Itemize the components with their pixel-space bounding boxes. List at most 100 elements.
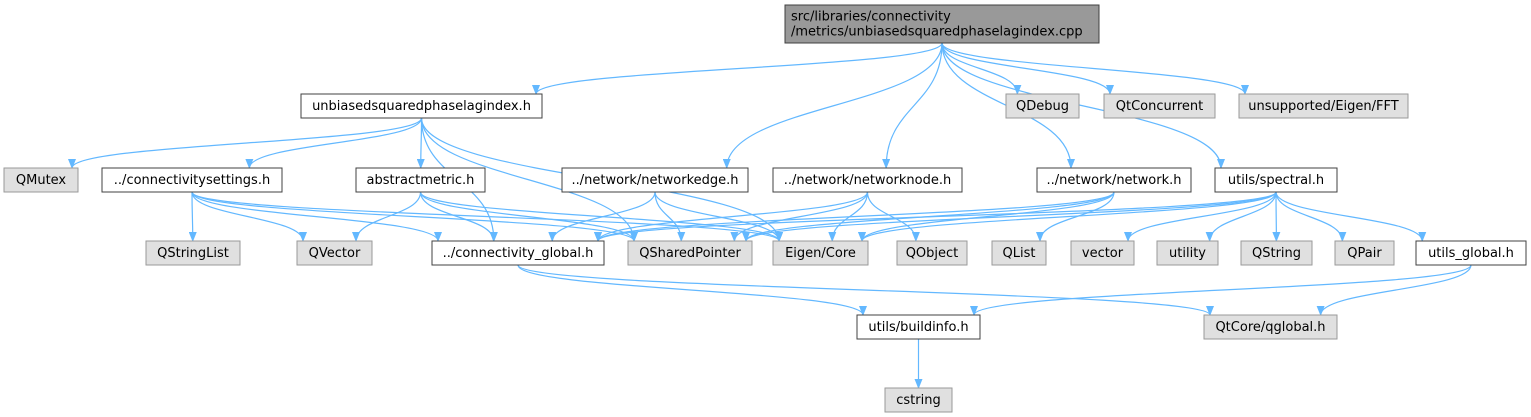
node-label: QList bbox=[1003, 246, 1036, 261]
node-label: QVector bbox=[309, 246, 361, 261]
node-label: ../connectivitysettings.h bbox=[114, 173, 270, 188]
edge-uspli_h-to-qmutex bbox=[68, 117, 423, 169]
node-box bbox=[1238, 93, 1409, 119]
node-box bbox=[884, 387, 953, 413]
edge-spectral-to-eigencore bbox=[858, 191, 1277, 242]
node-label: QSharedPointer bbox=[639, 246, 741, 261]
node-abstractmetric[interactable]: abstractmetric.h bbox=[355, 167, 486, 193]
edge-root-to-spectral bbox=[941, 42, 1225, 169]
node-uspli_h[interactable]: unbiasedsquaredphaselagindex.h bbox=[300, 93, 543, 119]
edge-root-to-networknode bbox=[882, 42, 943, 169]
node-box bbox=[431, 240, 605, 266]
node-vector: vector bbox=[1070, 240, 1135, 266]
node-qstring: QString bbox=[1240, 240, 1313, 266]
edge-root-to-uspli_h bbox=[532, 42, 943, 95]
node-qvector: QVector bbox=[296, 240, 373, 266]
edge-connsettings-to-qvector bbox=[191, 191, 307, 242]
node-spectral[interactable]: utils/spectral.h bbox=[1214, 167, 1338, 193]
node-qtconcurrent: QtConcurrent bbox=[1103, 93, 1216, 119]
node-label: ../network/networkedge.h bbox=[571, 173, 738, 188]
node-label: /metrics/unbiasedsquaredphaselagindex.cp… bbox=[791, 25, 1083, 40]
node-label: QtCore/qglobal.h bbox=[1215, 320, 1325, 335]
node-box bbox=[772, 167, 963, 193]
edge-spectral-to-qpair bbox=[1275, 191, 1347, 242]
node-qdebug: QDebug bbox=[1005, 93, 1080, 119]
nodes-layer: src/libraries/connectivity/metrics/unbia… bbox=[3, 4, 1527, 413]
node-buildinfo[interactable]: utils/buildinfo.h bbox=[856, 314, 981, 340]
edge-utilsglobal-to-buildinfo bbox=[970, 264, 1472, 316]
edge-uspli_h-to-connsettings bbox=[245, 117, 423, 169]
node-box bbox=[1214, 167, 1338, 193]
node-utility: utility bbox=[1156, 240, 1219, 266]
node-box bbox=[1036, 167, 1192, 193]
edge-networkedge-to-connglobal bbox=[548, 191, 656, 242]
edge-networkedge-to-qsharedpointer bbox=[654, 191, 686, 242]
node-label: QPair bbox=[1347, 246, 1382, 261]
node-label: QObject bbox=[906, 246, 959, 261]
node-label: abstractmetric.h bbox=[367, 173, 475, 188]
node-connglobal[interactable]: ../connectivity_global.h bbox=[431, 240, 605, 266]
node-box bbox=[1103, 93, 1216, 119]
node-label: ../network/network.h bbox=[1047, 173, 1182, 188]
node-root[interactable]: src/libraries/connectivity/metrics/unbia… bbox=[784, 4, 1100, 44]
node-label: utils/spectral.h bbox=[1228, 173, 1324, 188]
node-label: ../connectivity_global.h bbox=[443, 246, 594, 261]
node-networknode[interactable]: ../network/networknode.h bbox=[772, 167, 963, 193]
node-box bbox=[561, 167, 749, 193]
edge-uspli_h-to-qsharedpointer bbox=[420, 117, 638, 242]
node-label: QStringList bbox=[157, 246, 229, 261]
node-label: QMutex bbox=[16, 173, 67, 188]
edge-network-to-connglobal bbox=[594, 191, 1115, 242]
edge-spectral-to-utility bbox=[1205, 191, 1277, 242]
node-label: QDebug bbox=[1016, 99, 1069, 114]
edge-spectral-to-utilsglobal bbox=[1275, 191, 1427, 242]
node-box bbox=[1334, 240, 1395, 266]
edge-connglobal-to-buildinfo bbox=[517, 264, 867, 316]
edge-connsettings-to-eigencore bbox=[191, 191, 783, 242]
node-label: Eigen/Core bbox=[785, 246, 856, 261]
node-box bbox=[856, 314, 981, 340]
edge-networkedge-to-eigencore bbox=[654, 191, 784, 242]
edge-root-to-fft bbox=[941, 42, 1249, 95]
node-networkedge[interactable]: ../network/networkedge.h bbox=[561, 167, 749, 193]
node-box bbox=[1005, 93, 1080, 119]
edge-root-to-networkedge bbox=[722, 42, 943, 169]
node-box bbox=[896, 240, 968, 266]
node-label: utility bbox=[1169, 246, 1206, 261]
edge-abstractmetric-to-eigencore bbox=[419, 191, 783, 242]
node-box bbox=[355, 167, 486, 193]
node-connsettings[interactable]: ../connectivitysettings.h bbox=[101, 167, 283, 193]
edge-abstractmetric-to-connglobal bbox=[419, 191, 498, 242]
node-network[interactable]: ../network/network.h bbox=[1036, 167, 1192, 193]
node-box bbox=[1070, 240, 1135, 266]
node-qstringlist: QStringList bbox=[145, 240, 241, 266]
edge-root-to-qdebug bbox=[941, 42, 1022, 95]
node-label: vector bbox=[1082, 246, 1124, 261]
node-box bbox=[101, 167, 283, 193]
edge-spectral-to-vector bbox=[1124, 191, 1277, 242]
node-qglobal: QtCore/qglobal.h bbox=[1203, 314, 1338, 340]
edge-abstractmetric-to-qvector bbox=[352, 191, 422, 242]
node-box bbox=[1415, 240, 1527, 266]
node-qlist: QList bbox=[991, 240, 1047, 266]
node-box bbox=[145, 240, 241, 266]
edge-spectral-to-qsharedpointer bbox=[742, 191, 1277, 242]
edge-networknode-to-qsharedpointer bbox=[730, 191, 869, 242]
node-box bbox=[300, 93, 543, 119]
edge-connsettings-to-qsharedpointer bbox=[191, 191, 638, 242]
node-label: utils/buildinfo.h bbox=[868, 320, 968, 335]
edge-connsettings-to-qstringlist bbox=[188, 191, 197, 242]
edge-utilsglobal-to-qglobal bbox=[1316, 264, 1472, 316]
node-cstring: cstring bbox=[884, 387, 953, 413]
node-utilsglobal[interactable]: utils_global.h bbox=[1415, 240, 1527, 266]
node-fft: unsupported/Eigen/FFT bbox=[1238, 93, 1409, 119]
node-box bbox=[627, 240, 753, 266]
node-box bbox=[1203, 314, 1338, 340]
node-box bbox=[1240, 240, 1313, 266]
edge-networknode-to-connglobal bbox=[594, 191, 869, 242]
node-label: QString bbox=[1252, 246, 1301, 261]
node-box bbox=[772, 240, 869, 266]
edge-network-to-eigencore bbox=[858, 191, 1115, 242]
node-label: QtConcurrent bbox=[1116, 99, 1204, 114]
